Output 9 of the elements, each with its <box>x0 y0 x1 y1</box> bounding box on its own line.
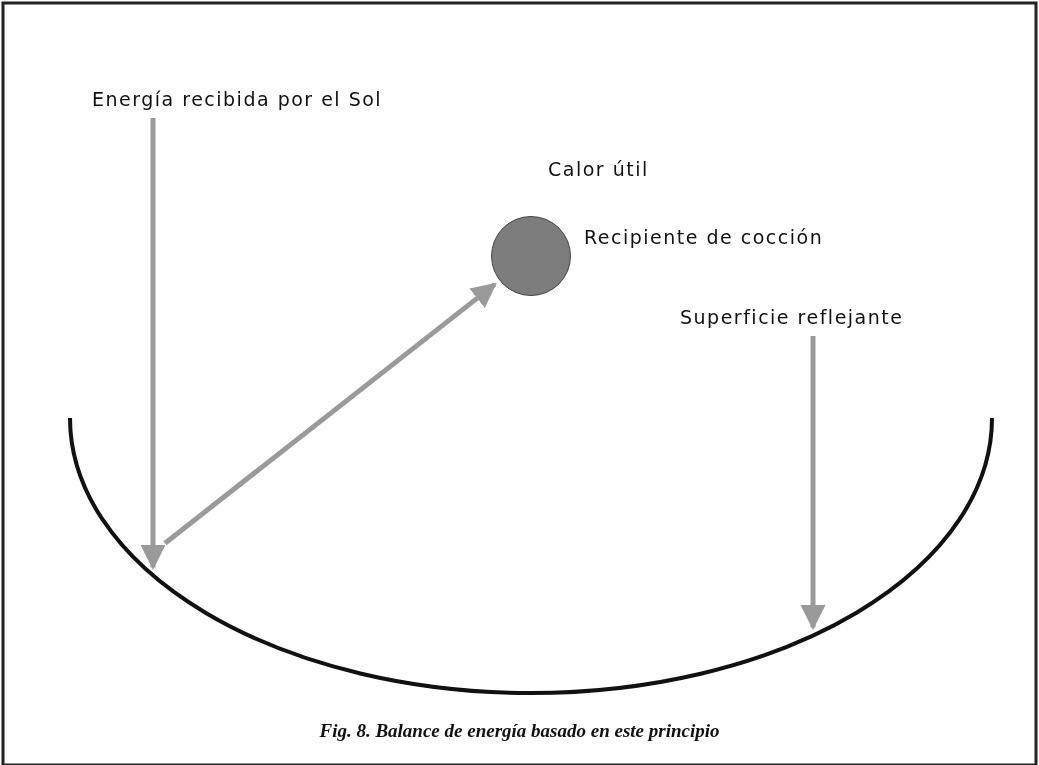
arrow <box>163 282 497 546</box>
heat-label: Calor útil <box>548 158 649 180</box>
text-label: Superficie reflejante <box>680 306 904 328</box>
text-label: Energía recibida por el Sol <box>92 88 383 110</box>
arrow <box>140 118 166 570</box>
arrow <box>800 336 826 631</box>
pot-label: Recipiente de cocción <box>584 226 824 248</box>
reflecting-surface-curve <box>68 417 994 695</box>
figure-caption: Fig. 8. Balance de energía basado en este principio <box>318 720 721 742</box>
